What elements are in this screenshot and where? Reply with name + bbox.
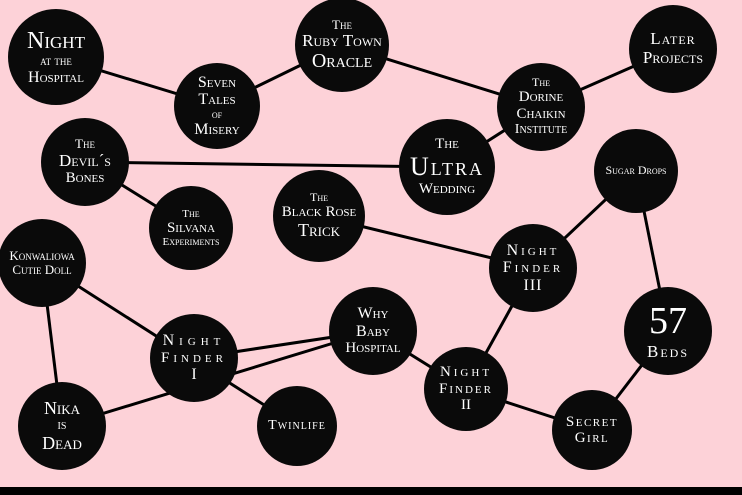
node-label-line: Finder — [439, 380, 493, 397]
node-label-line: Finder — [502, 259, 564, 277]
node-label-line: Ruby Town — [302, 30, 382, 50]
node-label-line: at the — [40, 53, 72, 69]
node-sugar-drops[interactable]: Sugar Drops — [594, 129, 678, 213]
node-label-line: Secret — [565, 413, 619, 430]
node-label-line: III — [523, 276, 543, 294]
node-label-line: Nika — [43, 397, 81, 418]
node-label-line: Institute — [514, 122, 568, 138]
node-label-line: I — [191, 366, 197, 384]
node-label-line: Baby — [356, 322, 390, 340]
node-label-line: The — [75, 136, 95, 152]
node-label-line: The — [310, 190, 328, 205]
node-label-line: Night — [162, 332, 226, 350]
node-label-line: 57 — [649, 299, 687, 342]
edge-the-devils-bones--the-ultra-wedding — [84, 160, 448, 169]
node-label-line: Trick — [297, 219, 341, 240]
node-label-line: Later — [650, 29, 696, 49]
node-label-line: Hospital — [345, 340, 401, 357]
node-label-line: Hospital — [28, 68, 84, 86]
node-label-line: Chaikin — [516, 105, 566, 122]
node-label-line: Oracle — [311, 50, 373, 73]
node-label-line: Night — [506, 241, 560, 259]
node-label-line: Black Rose — [281, 204, 357, 221]
node-label-line: Sugar Drops — [605, 163, 667, 178]
node-label-line: Why — [357, 305, 389, 323]
node-label-line: Bones — [65, 170, 105, 187]
node-label-line: Devil´s — [59, 150, 111, 170]
node-label-line: Wedding — [418, 181, 476, 198]
node-label-line: Konwaliowa — [9, 247, 75, 263]
node-label-line: Girl — [574, 430, 610, 446]
node-label-line: of — [211, 108, 223, 121]
node-label-line: The — [182, 207, 200, 220]
node-label-line: Cutie Doll — [12, 262, 72, 277]
node-label-line: Dead — [42, 432, 82, 453]
node-label-line: Misery — [194, 120, 240, 138]
node-label-line: Twinlife — [268, 418, 326, 434]
node-label-line: Tales — [198, 91, 236, 109]
node-label-line: The — [332, 16, 352, 32]
node-label-line: Ultra — [409, 151, 485, 181]
node-label-line: Silvana — [166, 219, 216, 236]
node-label-line: Experiments — [162, 236, 220, 249]
node-label-line: Night — [439, 364, 493, 381]
node-label-line: Finder — [161, 349, 227, 366]
bottom-bar — [0, 487, 742, 495]
node-label-line: Projects — [642, 48, 704, 67]
node-label-line: The — [435, 136, 459, 153]
node-label-line: Beds — [646, 341, 689, 361]
node-label-line: is — [57, 418, 67, 434]
node-label-line: The — [532, 75, 550, 90]
node-label-line: II — [461, 397, 471, 414]
node-label-line: Seven — [197, 73, 237, 91]
node-label-line: Dorine — [518, 89, 564, 106]
node-label-line: Night — [27, 27, 85, 54]
node-twinlife[interactable]: Twinlife — [257, 386, 337, 466]
